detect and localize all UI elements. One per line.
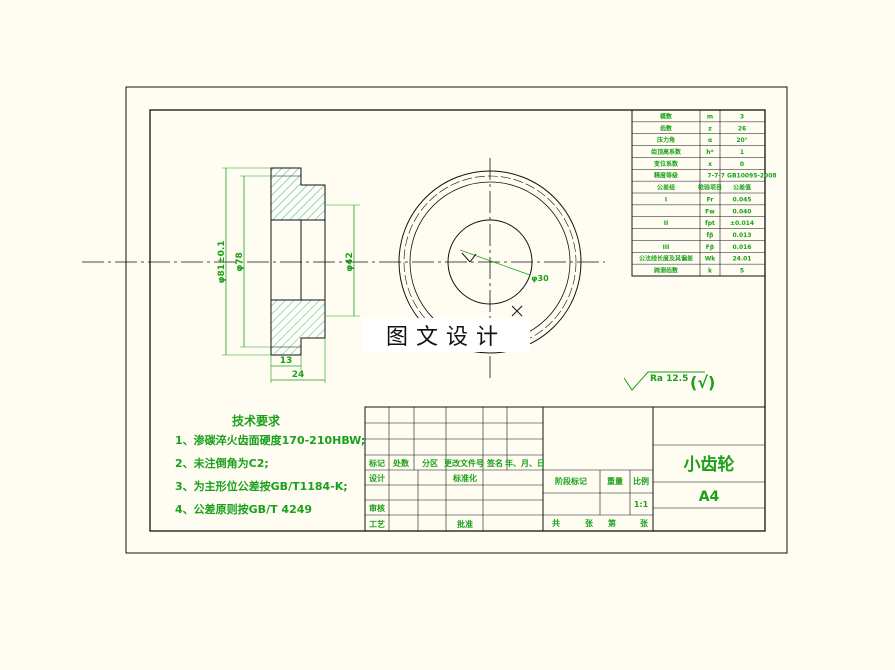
tb-weight: 重量 <box>607 476 623 486</box>
tb-head: 标记 <box>368 458 385 468</box>
param-val: 24.01 <box>733 256 752 263</box>
dim-hole: φ30 <box>531 274 549 283</box>
dim-bore-dia: φ42 <box>345 252 355 272</box>
part-name: 小齿轮 <box>684 454 735 475</box>
dim-thk1: 13 <box>280 356 293 366</box>
tb-process: 工艺 <box>369 519 385 529</box>
param-sym: 检验项目 <box>698 184 722 192</box>
tb-stage: 阶段标记 <box>555 476 587 486</box>
tb-head: 年、月、日 <box>505 458 545 468</box>
param-sym: k <box>708 268 713 275</box>
param-name: 模数 <box>660 112 673 120</box>
param-val: 20° <box>736 137 747 144</box>
param-sym: α <box>708 137 712 144</box>
tech-item: 4、公差原则按GB/T 4249 <box>175 502 312 516</box>
sheet-size: A4 <box>699 489 720 505</box>
tb-sheet: 第 <box>608 518 616 528</box>
param-name: II <box>664 220 668 227</box>
outer-border <box>125 86 788 554</box>
roughness-symbol: Ra 12.5 (√) <box>623 371 715 392</box>
tb-sheet: 张 <box>640 519 649 528</box>
tech-item: 2、未注倒角为C2; <box>175 456 269 470</box>
title-block: 标记 处数 分区 更改文件号 签名 年、月、日 设计 标准化 审核 工艺 批准 … <box>364 406 766 532</box>
param-val: 26 <box>738 125 746 132</box>
tb-head: 分区 <box>422 458 438 468</box>
roughness-value: Ra 12.5 <box>650 374 688 384</box>
param-sym: Wk <box>705 256 717 263</box>
param-val: 0.040 <box>733 208 752 215</box>
param-val: 0.013 <box>733 232 752 239</box>
param-val: 5 <box>740 268 744 275</box>
param-name: 公法线长度及其偏差 <box>639 255 693 263</box>
tb-head: 处数 <box>392 458 410 468</box>
tb-scale: 1:1 <box>634 500 649 509</box>
param-name: III <box>663 244 670 251</box>
tb-head: 签名 <box>486 458 503 468</box>
param-name: 跨测齿数 <box>654 267 679 275</box>
param-sym: fpt <box>705 220 715 227</box>
param-sym: Fw <box>705 208 715 215</box>
param-name: 公差组 <box>657 184 675 192</box>
param-val: 7-7-7 GB10095-2008 <box>707 173 776 180</box>
dim-thk2: 24 <box>292 370 305 380</box>
tech-title: 技术要求 <box>232 413 281 428</box>
param-val: 3 <box>740 113 744 120</box>
param-name: I <box>665 196 667 203</box>
param-sym: h* <box>706 149 714 156</box>
gear-front-view: φ30 <box>398 170 582 354</box>
tech-item: 3、为主形位公差按GB/T1184-K; <box>175 479 348 493</box>
param-val: 0.045 <box>733 196 752 203</box>
tb-head: 更改文件号 <box>444 458 484 468</box>
tb-sheet: 张 <box>585 519 594 528</box>
roughness-rest: (√) <box>690 373 715 392</box>
tb-sheet: 共 <box>552 518 560 528</box>
tb-check: 审核 <box>369 503 385 513</box>
tech-requirements: 技术要求 1、渗碳淬火齿面硬度170-210HBW; 2、未注倒角为C2; 3、… <box>175 413 365 516</box>
param-val: 0.016 <box>733 244 752 251</box>
dim-hub-dia: φ78 <box>235 252 245 272</box>
param-sym: Fβ <box>706 244 715 251</box>
param-name: 变位系数 <box>654 160 679 168</box>
param-sym: Fr <box>707 196 714 203</box>
param-name: 压力角 <box>657 136 675 144</box>
gear-section-view: φ81±0.1 φ78 φ42 13 24 <box>217 167 360 383</box>
tb-std: 标准化 <box>452 473 477 483</box>
param-val: 0 <box>740 161 744 168</box>
param-name: 齿顶高系数 <box>651 148 682 156</box>
param-name: 齿数 <box>660 124 673 132</box>
param-val: 1 <box>740 149 744 156</box>
param-sym: fβ <box>707 232 715 239</box>
tb-approve: 批准 <box>457 519 473 529</box>
tech-item: 1、渗碳淬火齿面硬度170-210HBW; <box>175 433 365 447</box>
param-sym: z <box>708 125 712 132</box>
param-sym: x <box>708 161 712 168</box>
param-sym: m <box>707 113 713 120</box>
param-val: 公差值 <box>733 184 751 192</box>
tb-design: 设计 <box>369 473 385 483</box>
dim-outer-dia: φ81±0.1 <box>217 240 227 283</box>
param-name: 精度等级 <box>654 172 678 180</box>
watermark: 图文设计 <box>362 318 530 352</box>
tb-ratio: 比例 <box>633 476 649 486</box>
param-val: ±0.014 <box>730 220 754 227</box>
